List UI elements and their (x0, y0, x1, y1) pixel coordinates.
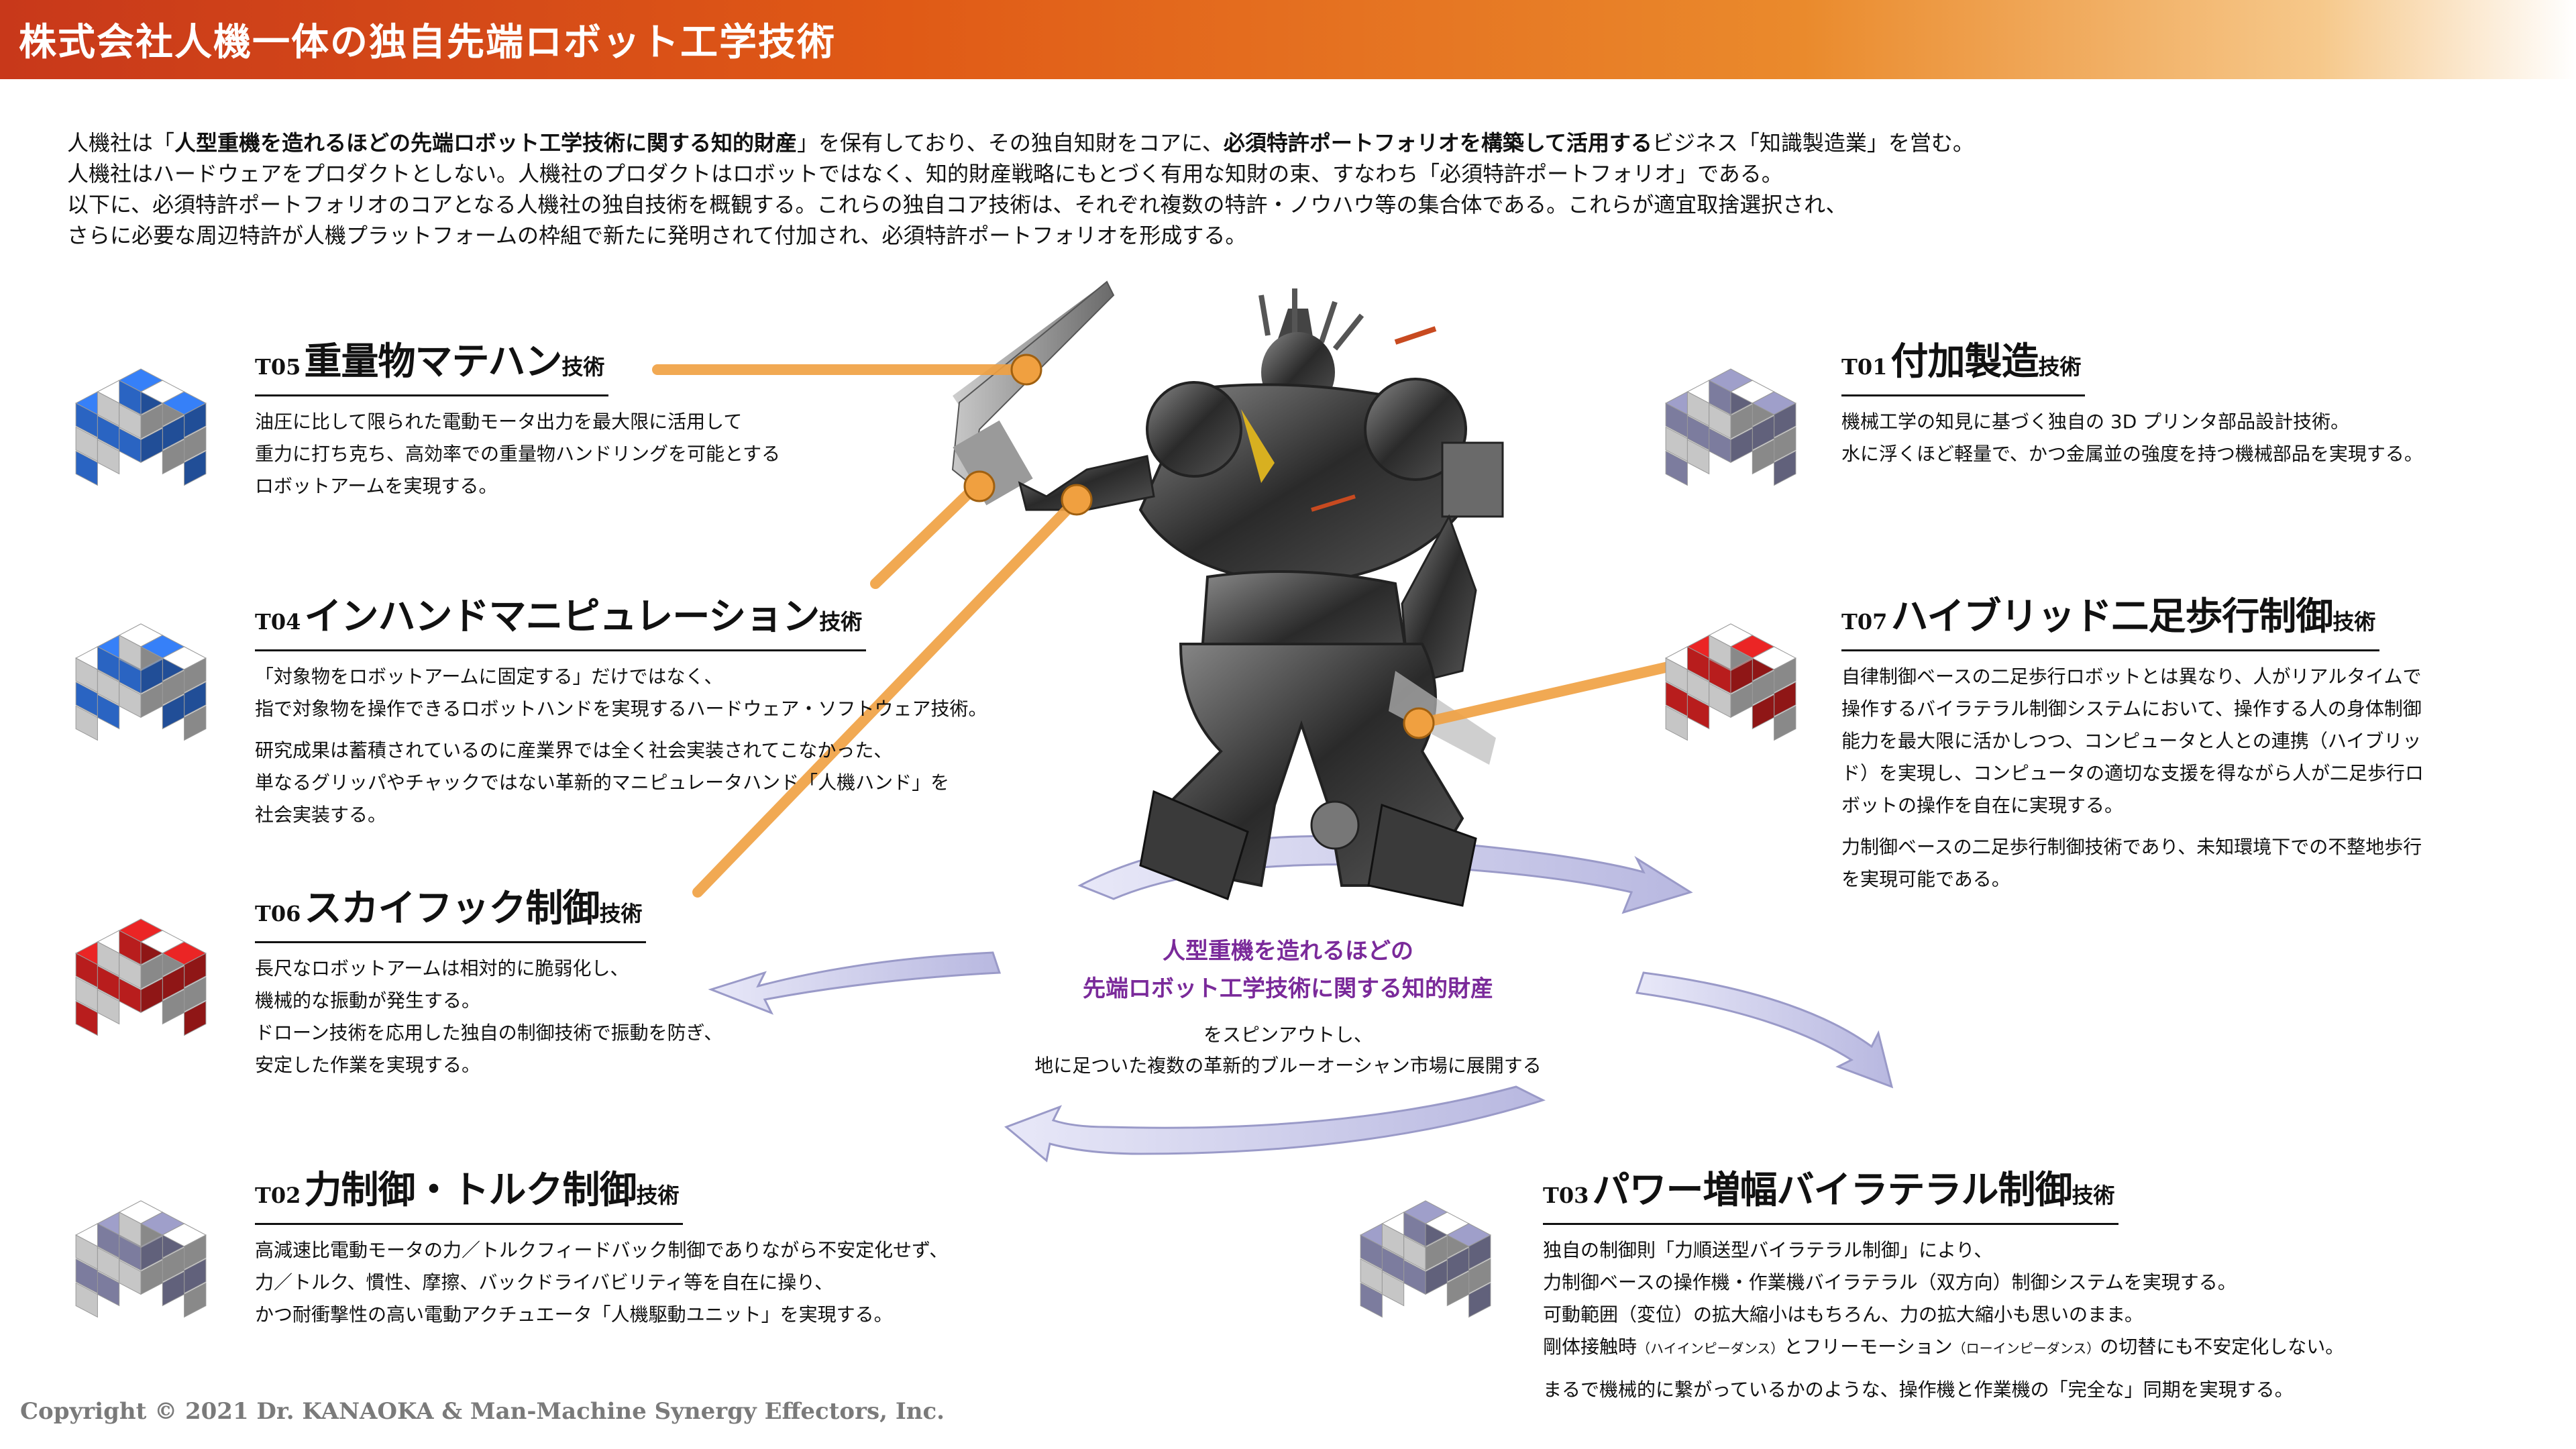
section-t01: T01 付加製造技術 機械工学の知見に基づく独自の 3D プリンタ部品設計技術。… (1841, 339, 2423, 470)
cube-face (184, 705, 207, 741)
t03-cube-icon (1360, 1200, 1491, 1318)
cube-face (1665, 450, 1688, 486)
cube-face (1774, 705, 1796, 741)
section-t06: T06 スカイフック制御技術 長尺なロボットアームは相対的に脆弱化し、 機械的な… (255, 885, 722, 1081)
t05-description: 油圧に比して限られた電動モータ出力を最大限に活用して 重力に打ち克ち、高効率での… (255, 411, 781, 497)
t07-cube-icon (1665, 623, 1796, 741)
cube-face (1360, 1282, 1383, 1318)
center-sub-text: をスピンアウトし、 地に足ついた複数の革新的ブルーオーシャン市場に展開する (1034, 1024, 1542, 1077)
connector-endpoints (963, 354, 1435, 739)
cube-face (1686, 439, 1710, 475)
cube-face (184, 450, 207, 486)
t06-cube-icon (75, 918, 207, 1036)
intro-line-2: 人機社はハードウェアをプロダクトとしない。人機社のプロダクトはロボットではなく、… (67, 161, 1783, 186)
cube-face (1381, 1271, 1405, 1307)
t06-title: T06 スカイフック制御技術 (255, 885, 647, 943)
t04-cube-icon (75, 623, 207, 741)
t01-title: T01 付加製造技術 (1841, 339, 2086, 396)
t04-title: T04 インハンドマニピュレーション技術 (255, 594, 867, 651)
t01-cube-icon (1665, 368, 1796, 486)
t03-description: 独自の制御則「力順送型バイラテラル制御」により、 力制御ベースの操作機・作業機バ… (1543, 1239, 2345, 1401)
t06-description: 長尺なロボットアームは相対的に脆弱化し、 機械的な振動が発生する。 ドローン技術… (255, 957, 723, 1076)
t04-description: 「対象物をロボットアームに固定する」だけではなく、 指で対象物を操作できるロボッ… (255, 665, 987, 826)
center-caption: 人型重機を造れるほどの 先端ロボット工学技術に関する知的財産 をスピンアウトし、… (966, 932, 1610, 1081)
t03-title: T03 パワー増幅バイラテラル制御技術 (1543, 1167, 2119, 1225)
t02-title: T02 力制御・トルク制御技術 (255, 1167, 684, 1225)
t07-title: T07 ハイブリッド二足歩行制御技術 (1841, 594, 2380, 651)
section-t02: T02 力制御・トルク制御技術 高減速比電動モータの力／トルクフィードバック制御… (255, 1167, 948, 1331)
copyright: Copyright © 2021 Dr. KANAOKA & Man-Machi… (20, 1398, 945, 1425)
section-t05: T05 重量物マテハン技術 油圧に比して限られた電動モータ出力を最大限に活用して… (255, 339, 780, 502)
header-bar: 株式会社人機一体の独自先端ロボット工学技術 (0, 0, 2576, 79)
cube-face (1686, 694, 1710, 730)
intro-line-3: 以下に、必須特許ポートフォリオのコアとなる人機社の独自技術を概観する。これらの独… (67, 192, 1847, 217)
t01-description: 機械工学の知見に基づく独自の 3D プリンタ部品設計技術。 水に浮くほど軽量で、… (1841, 411, 2423, 465)
cube-face (97, 694, 120, 730)
t07-description: 自律制御ベースの二足歩行ロボットとは異なり、人がリアルタイムで 操作するバイラテ… (1841, 665, 2424, 890)
cube-face (1468, 1282, 1491, 1318)
cube-face (75, 1000, 98, 1036)
cube-face (184, 1282, 207, 1318)
tech-cubes (75, 368, 1796, 1318)
t03-line-4: 剛体接触時（ハイインピーダンス）とフリーモーション（ローインピーダンス）の切替に… (1543, 1336, 2345, 1358)
cube-face (97, 439, 120, 475)
cube-face (1774, 450, 1796, 486)
cube-face (75, 450, 98, 486)
t02-cube-icon (75, 1200, 207, 1318)
cube-face (75, 1282, 98, 1318)
intro-line-1: 人機社は「人型重機を造れるほどの先端ロボット工学技術に関する知的財産」を保有して… (67, 130, 1974, 156)
t02-description: 高減速比電動モータの力／トルクフィードバック制御でありながら不安定化せず、 力／… (255, 1239, 949, 1326)
section-t03: T03 パワー増幅バイラテラル制御技術 独自の制御則「力順送型バイラテラル制御」… (1543, 1167, 2344, 1406)
cube-face (184, 1000, 207, 1036)
cube-face (75, 705, 98, 741)
t05-cube-icon (75, 368, 207, 486)
section-t07: T07 ハイブリッド二足歩行制御技術 自律制御ベースの二足歩行ロボットとは異なり… (1841, 594, 2424, 896)
intro-text: 人機社は「人型重機を造れるほどの先端ロボット工学技術に関する知的財産」を保有して… (67, 127, 2415, 251)
cube-face (97, 989, 120, 1025)
center-main-text: 人型重機を造れるほどの 先端ロボット工学技術に関する知的財産 (1083, 938, 1493, 1002)
intro-line-4: さらに必要な周辺特許が人機プラットフォームの枠組で新たに発明されて付加され、必須… (67, 223, 1247, 248)
robot-illustration (951, 280, 1504, 907)
cube-face (97, 1271, 120, 1307)
page-title: 株式会社人機一体の独自先端ロボット工学技術 (19, 20, 836, 64)
section-t04: T04 インハンドマニピュレーション技術 「対象物をロボットアームに固定する」だ… (255, 594, 987, 831)
t05-title: T05 重量物マテハン技術 (255, 339, 609, 396)
cube-face (1665, 705, 1688, 741)
